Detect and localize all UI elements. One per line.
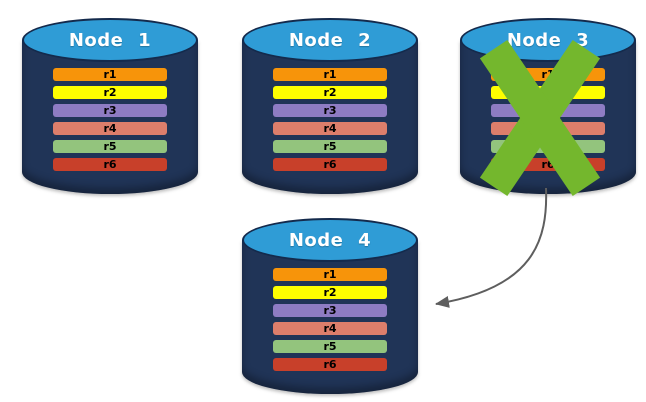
record-bar-r4: r4 (53, 122, 167, 135)
node-4-cylinder-top: Node 4 (242, 218, 418, 262)
node-1-cylinder-top: Node 1 (22, 18, 198, 62)
node-4-title: Node 4 (288, 229, 372, 251)
record-bar-r2: r2 (53, 86, 167, 99)
node-2: r1 r2 r3 r4 r5 r6 Node 2 (242, 18, 418, 194)
record-bar-r5: r5 (273, 140, 387, 153)
node-2-records: r1 r2 r3 r4 r5 r6 (273, 68, 387, 171)
record-bar-r2: r2 (273, 286, 387, 299)
failure-x-icon (479, 39, 601, 197)
node-1-records: r1 r2 r3 r4 r5 r6 (53, 68, 167, 171)
record-bar-r6: r6 (53, 158, 167, 171)
record-bar-r3: r3 (273, 304, 387, 317)
record-bar-r1: r1 (273, 268, 387, 281)
record-bar-r1: r1 (53, 68, 167, 81)
record-bar-r6: r6 (273, 158, 387, 171)
record-bar-r4: r4 (273, 122, 387, 135)
record-bar-r1: r1 (273, 68, 387, 81)
node-4: r1 r2 r3 r4 r5 r6 Node 4 (242, 218, 418, 394)
failover-arrow-path (435, 187, 548, 308)
record-bar-r3: r3 (53, 104, 167, 117)
record-bar-r5: r5 (273, 340, 387, 353)
record-bar-r3: r3 (273, 104, 387, 117)
node-2-cylinder-top: Node 2 (242, 18, 418, 62)
node-1: r1 r2 r3 r4 r5 r6 Node 1 (22, 18, 198, 194)
record-bar-r2: r2 (273, 86, 387, 99)
node-1-title: Node 1 (68, 29, 152, 51)
node-2-title: Node 2 (288, 29, 372, 51)
node-4-records: r1 r2 r3 r4 r5 r6 (273, 268, 387, 371)
node-3: r1 r2 r3 r4 r5 r6 Node 3 (460, 18, 636, 197)
record-bar-r5: r5 (53, 140, 167, 153)
record-bar-r6: r6 (273, 358, 387, 371)
record-bar-r4: r4 (273, 322, 387, 335)
